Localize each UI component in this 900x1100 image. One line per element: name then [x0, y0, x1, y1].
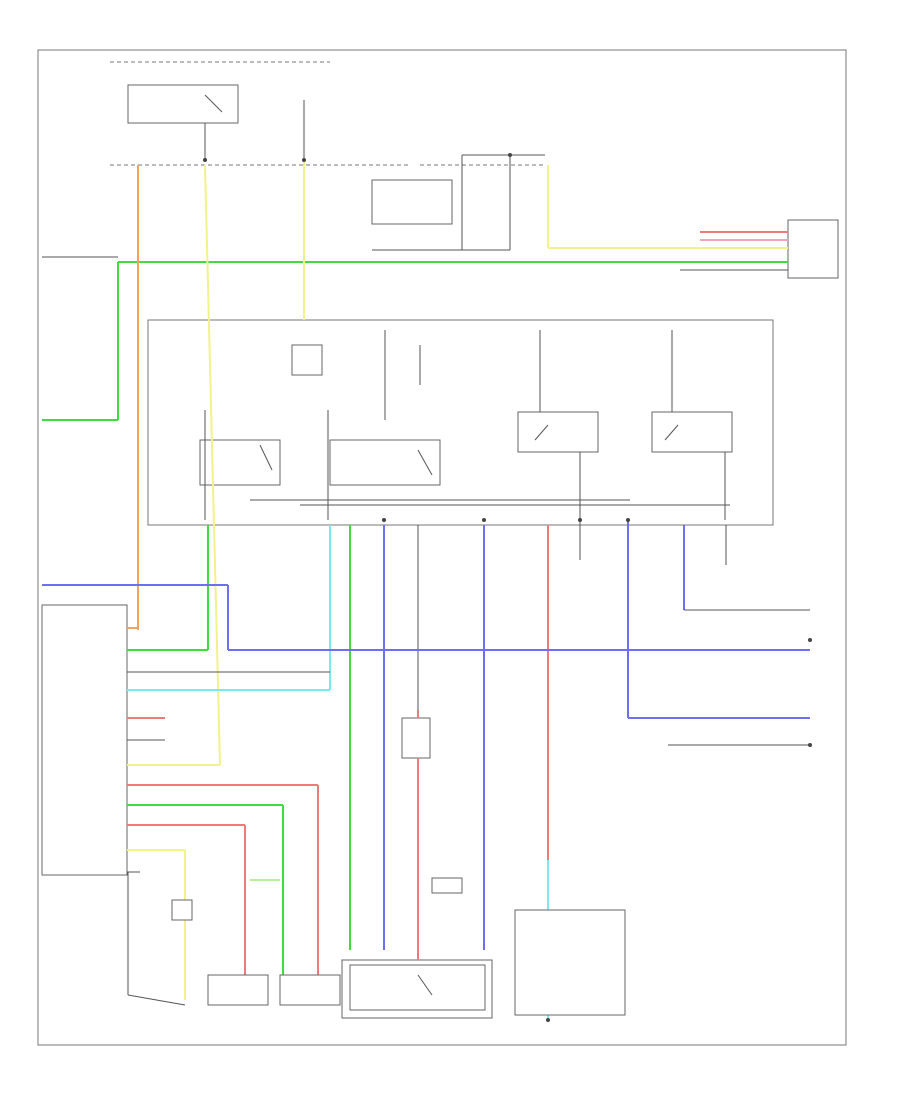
- fan-motor-assembly-inner: [349, 964, 486, 1011]
- sensor-right-bottom: [279, 974, 341, 1006]
- sensor-left-bottom: [207, 974, 269, 1006]
- ecm-connector-left: [41, 604, 128, 876]
- underhood-relay-box: [147, 319, 774, 526]
- relay-condenser-contact: [664, 424, 679, 441]
- pressure-switch: [401, 717, 431, 759]
- sensor-thermo-small: [171, 899, 193, 921]
- relay-compressor: [517, 411, 599, 453]
- relay-condenser: [651, 411, 733, 453]
- relay-fan-center-contact: [417, 449, 433, 476]
- ecm-connector-right: [787, 219, 839, 279]
- splice-dot-5: [482, 518, 486, 522]
- relay-switch-contact: [204, 94, 223, 113]
- relay-fan-center: [329, 439, 441, 486]
- splice-dot-9: [808, 743, 812, 747]
- junction-box-top: [371, 179, 453, 225]
- wire-black-sensor-return: [127, 994, 186, 1006]
- ground-symbol-center: [431, 877, 463, 894]
- splice-dot-1: [203, 158, 207, 162]
- fan-motor-switch: [417, 974, 433, 996]
- fuse-small-box: [291, 344, 323, 376]
- wire-yellow-vertical: [204, 164, 221, 766]
- splice-dot-2: [302, 158, 306, 162]
- splice-dot-3: [508, 153, 512, 157]
- splice-dot-7: [626, 518, 630, 522]
- splice-dot-6: [578, 518, 582, 522]
- compressor-clutch-box: [514, 909, 626, 1016]
- diagram-border: [37, 49, 847, 1046]
- splice-dot-8: [808, 638, 812, 642]
- relay-compressor-contact: [534, 424, 549, 441]
- splice-dot-4: [382, 518, 386, 522]
- relay-top-left: [127, 84, 239, 124]
- relay-fan-left-contact: [259, 444, 273, 471]
- splice-dot-10: [546, 1018, 550, 1022]
